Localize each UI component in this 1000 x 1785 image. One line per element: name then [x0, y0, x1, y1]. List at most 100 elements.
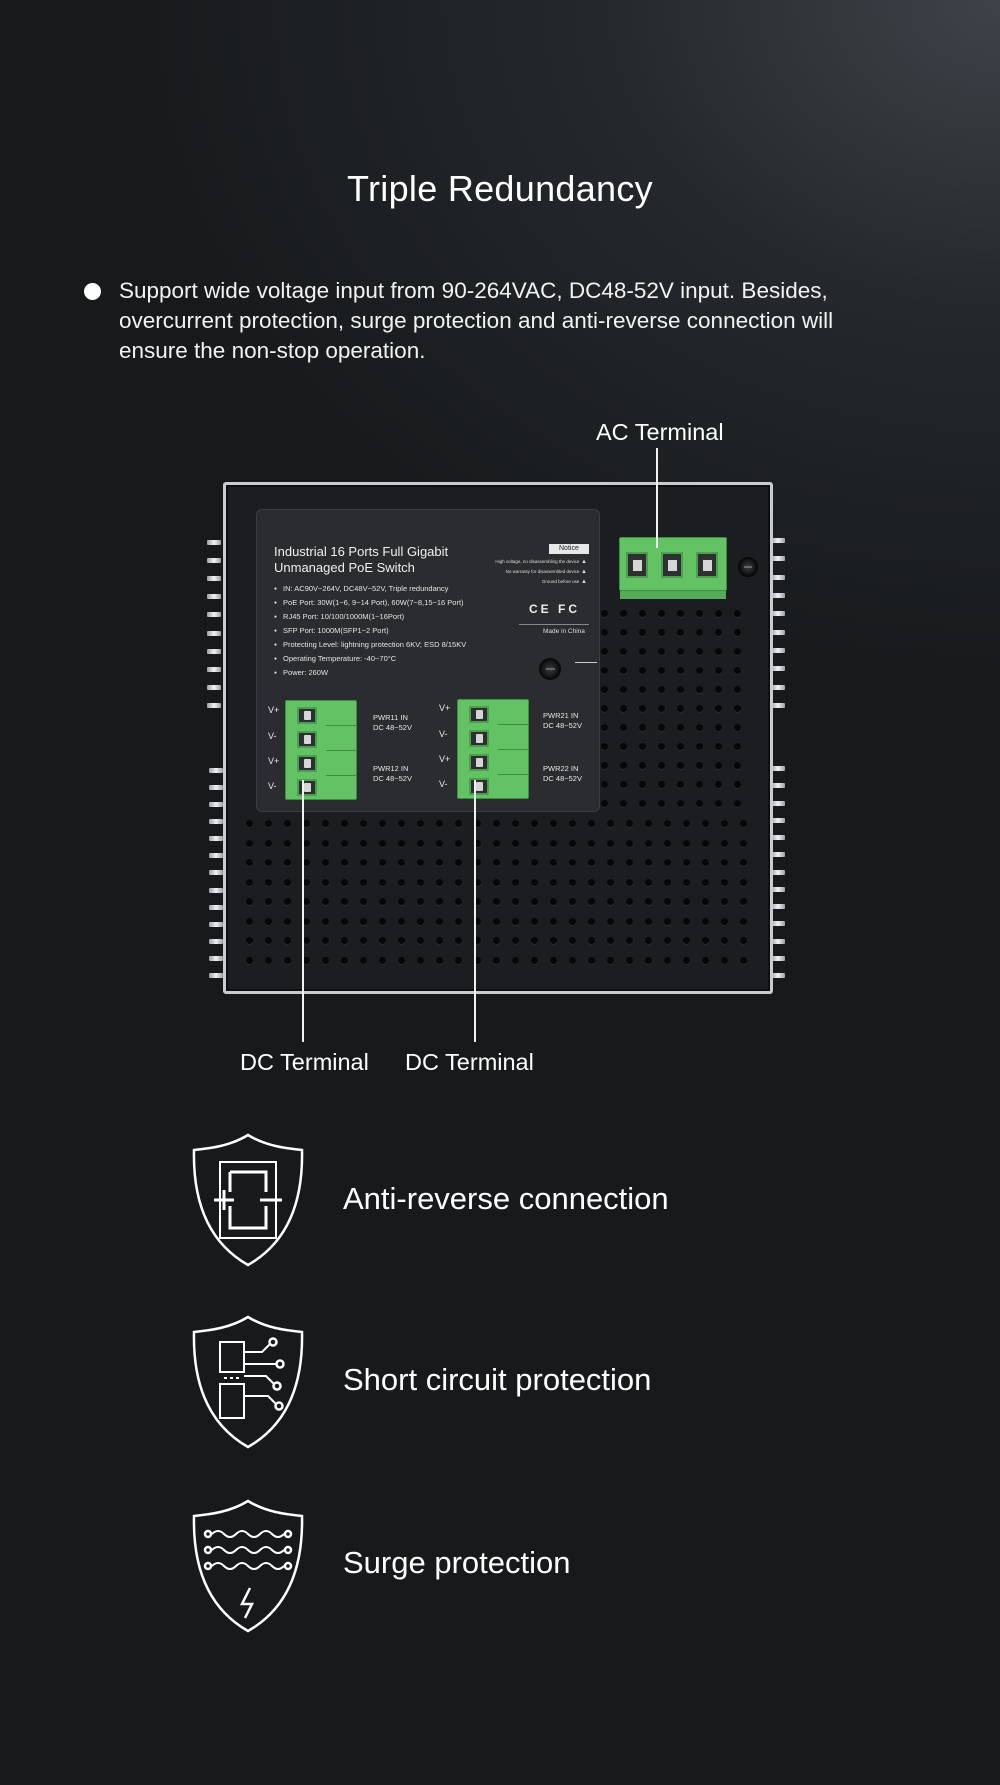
- vent-hole: [379, 898, 386, 905]
- vent-hole: [341, 839, 348, 847]
- vent-hole: [379, 859, 386, 866]
- vent-hole: [284, 839, 291, 847]
- vent-hole: [639, 629, 646, 636]
- ground-screw: [539, 658, 561, 680]
- heat-fin: [771, 629, 785, 635]
- vent-hole: [265, 956, 272, 964]
- vent-hole: [677, 762, 684, 769]
- vent-hole: [601, 705, 608, 712]
- heat-fin: [771, 574, 785, 580]
- vent-hole: [715, 762, 722, 769]
- vent-hole: [512, 839, 519, 847]
- vent-hole: [417, 917, 424, 925]
- vent-hole: [645, 878, 652, 886]
- vent-hole: [455, 859, 462, 866]
- vent-hole: [601, 686, 608, 693]
- cert-marks: CE FC: [529, 602, 580, 616]
- vent-hole: [303, 917, 310, 925]
- vent-hole: [512, 820, 519, 827]
- right-fins-top: [771, 538, 785, 708]
- vent-hole: [436, 937, 443, 944]
- vent-hole: [639, 743, 646, 750]
- heat-fin: [209, 768, 223, 773]
- vent-hole: [322, 820, 329, 827]
- vent-hole: [569, 878, 576, 886]
- vent-hole: [322, 917, 329, 925]
- spec-item: IN: AC90V~264V, DC48V~52V, Triple redund…: [274, 582, 466, 596]
- vent-hole: [664, 820, 671, 827]
- vent-hole: [455, 917, 462, 925]
- left-fins-bottom: [209, 768, 223, 978]
- vent-hole: [341, 859, 348, 866]
- vent-hole: [360, 937, 367, 944]
- pin-label: V-: [439, 729, 448, 739]
- vent-hole: [493, 898, 500, 905]
- vent-hole: [639, 724, 646, 731]
- vent-hole: [607, 898, 614, 905]
- vent-hole: [734, 743, 741, 750]
- feature-surge-label: Surge protection: [343, 1545, 571, 1580]
- vent-hole: [550, 820, 557, 827]
- vent-hole: [303, 859, 310, 866]
- vent-hole: [341, 937, 348, 944]
- vent-hole: [360, 898, 367, 905]
- vent-hole: [531, 917, 538, 925]
- vent-hole: [626, 878, 633, 886]
- vent-hole: [639, 705, 646, 712]
- heat-fin: [209, 819, 223, 825]
- vent-hole: [696, 686, 703, 693]
- vent-hole: [658, 667, 665, 674]
- pin-label: V-: [268, 731, 277, 741]
- heat-fin: [209, 921, 223, 927]
- heat-fin: [209, 972, 223, 978]
- vent-hole: [702, 859, 709, 866]
- vent-hole: [474, 859, 481, 866]
- heat-fin: [209, 853, 223, 859]
- vent-hole: [246, 859, 253, 866]
- heat-fin: [771, 592, 785, 598]
- vent-hole: [620, 667, 627, 674]
- vent-hole: [569, 820, 576, 827]
- vent-hole: [740, 839, 747, 847]
- vent-hole: [303, 956, 310, 964]
- vent-hole: [569, 956, 576, 964]
- vent-hole: [677, 629, 684, 636]
- vent-hole: [620, 781, 627, 788]
- vent-hole: [569, 917, 576, 925]
- spec-item: Protecting Level: lightning protection 6…: [274, 638, 466, 652]
- heat-fin: [771, 684, 785, 690]
- heat-fin: [209, 955, 223, 961]
- vent-hole: [360, 859, 367, 866]
- vent-hole: [474, 839, 481, 847]
- vent-hole: [607, 917, 614, 925]
- vent-hole: [398, 820, 405, 827]
- vent-hole: [620, 800, 627, 807]
- feature-anti-reverse-label: Anti-reverse connection: [343, 1181, 669, 1216]
- dc-left-leader-line: [302, 780, 304, 1042]
- vent-hole: [322, 878, 329, 886]
- vent-hole: [601, 743, 608, 750]
- vent-hole: [436, 878, 443, 886]
- vent-hole: [664, 839, 671, 847]
- vent-hole: [715, 629, 722, 636]
- vent-hole: [601, 800, 608, 807]
- vent-hole: [601, 667, 608, 674]
- vent-hole: [588, 898, 595, 905]
- vent-hole: [601, 724, 608, 731]
- pin-label: V+: [268, 756, 280, 766]
- vent-hole: [531, 820, 538, 827]
- vent-hole: [626, 956, 633, 964]
- vent-hole: [588, 956, 595, 964]
- vent-hole: [626, 917, 633, 925]
- vent-hole: [696, 781, 703, 788]
- vent-hole: [265, 820, 272, 827]
- vent-hole: [284, 917, 291, 925]
- vent-hole: [322, 839, 329, 847]
- vent-hole: [639, 648, 646, 655]
- vent-hole: [246, 917, 253, 925]
- vent-hole: [715, 781, 722, 788]
- heat-fin: [209, 938, 223, 944]
- vent-hole: [658, 724, 665, 731]
- vent-hole: [696, 800, 703, 807]
- vent-hole: [588, 937, 595, 944]
